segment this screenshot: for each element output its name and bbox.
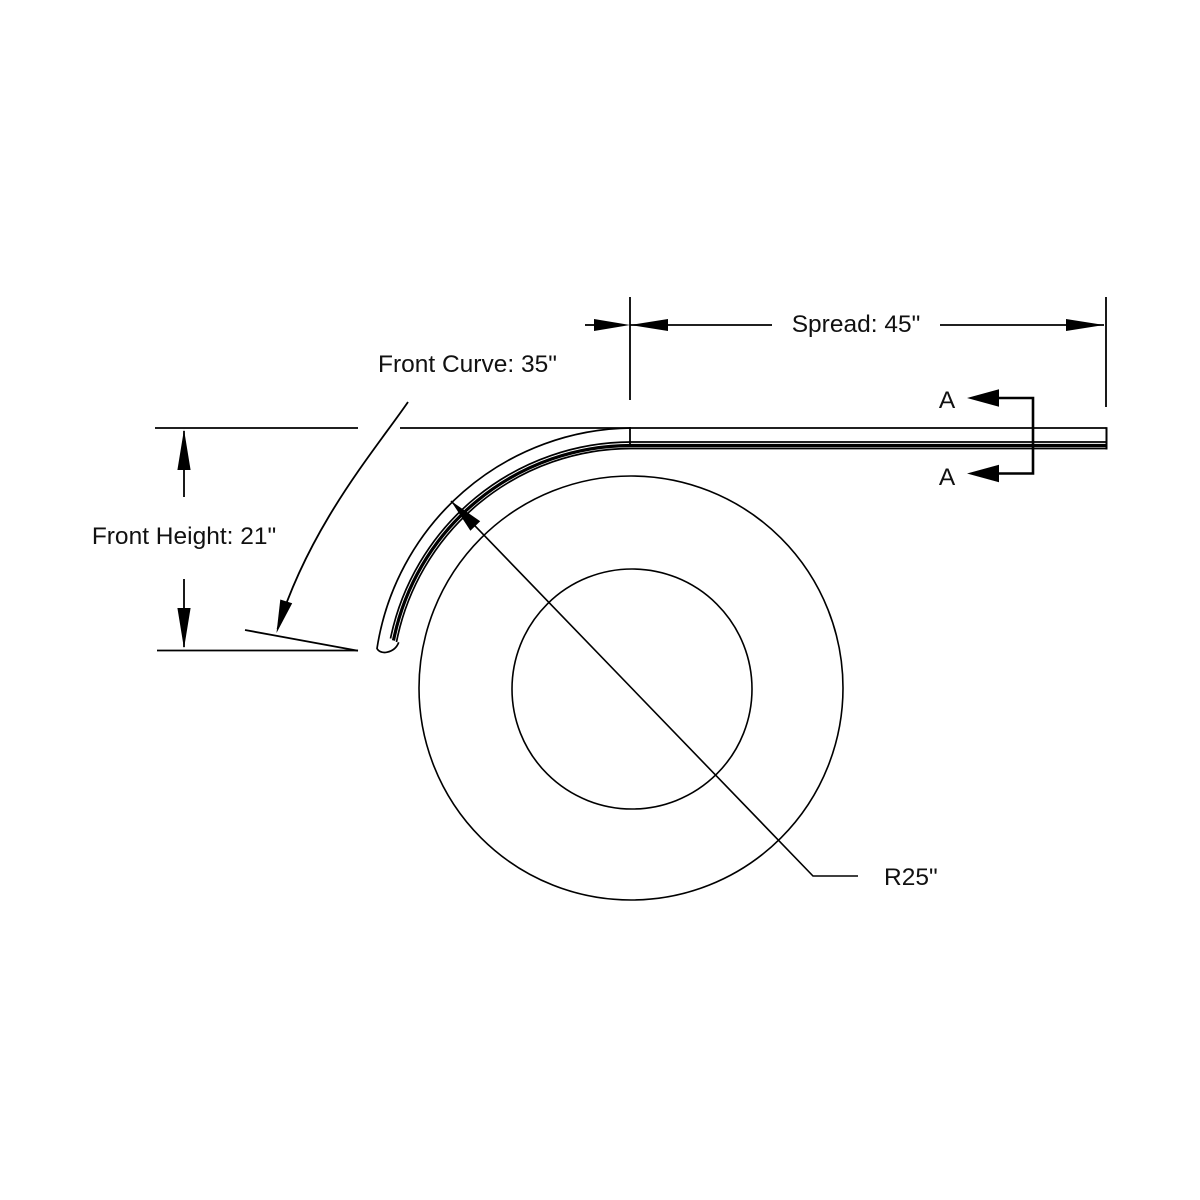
front-curve-tangent-line — [244, 629, 359, 652]
radius-arrow-icon — [451, 501, 481, 531]
section-arrow-top-icon — [967, 389, 999, 407]
fender-inner-layer-1 — [389, 441, 1107, 639]
front-curve-label: Front Curve: 35" — [378, 351, 557, 378]
section-label-bottom: A — [939, 464, 956, 491]
height-arrow-up-icon — [177, 429, 191, 470]
front-height-dimension: Front Height: 21" — [92, 427, 631, 652]
radius-leader-line — [450, 500, 858, 877]
front-curve-dimension: Front Curve: 35" — [244, 351, 557, 652]
fender-inner-layer-2 — [391, 443, 1107, 641]
height-arrow-down-icon — [177, 608, 191, 649]
front-curve-leader-arc — [276, 401, 409, 630]
tire-outer-circle — [418, 475, 844, 901]
front-height-label: Front Height: 21" — [92, 523, 276, 550]
fender-inner-layer-3 — [395, 447, 1107, 643]
radius-label: R25" — [884, 864, 938, 891]
spread-arrow-right-icon — [1066, 319, 1104, 331]
spread-arrow-left-icon — [630, 319, 668, 331]
spread-label: Spread: 45" — [792, 311, 921, 338]
fender-profile — [376, 427, 1108, 654]
section-arrow-bottom-icon — [967, 464, 999, 483]
section-marker: A A — [939, 387, 1035, 491]
hub-inner-circle — [511, 568, 753, 810]
front-curve-arrow-icon — [276, 599, 293, 633]
spread-arrow-outside-icon — [594, 319, 630, 331]
fender-outer-surface — [376, 427, 1107, 654]
wheel — [418, 475, 844, 901]
section-label-top: A — [939, 387, 956, 414]
spread-dimension: Spread: 45" — [585, 297, 1107, 445]
section-cut-line — [999, 396, 1035, 475]
radius-dimension: R25" — [450, 500, 938, 891]
